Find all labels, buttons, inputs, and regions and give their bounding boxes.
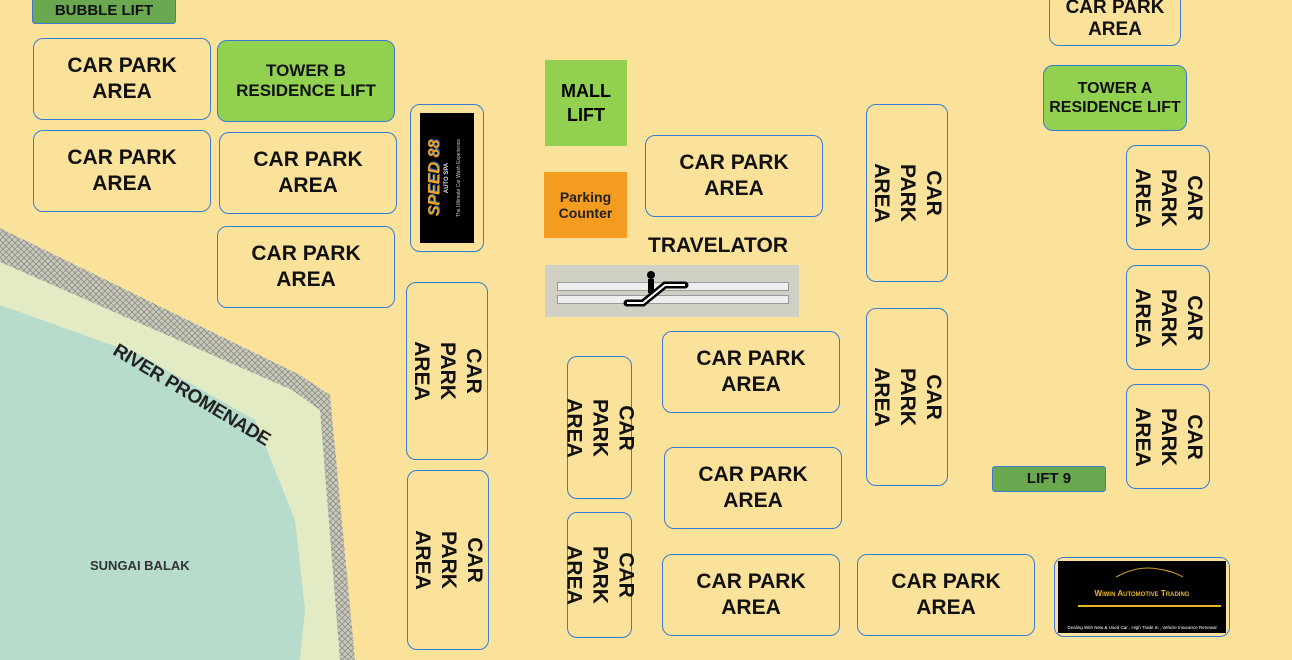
- travelator-label: TRAVELATOR: [648, 234, 788, 257]
- car-park-area: CAR PARK AREA: [1126, 265, 1210, 370]
- wiwin-automotive-ad: Wiwin Automotive Trading Dealing With Ne…: [1054, 557, 1230, 637]
- car-park-area: CAR PARK AREA: [645, 135, 823, 217]
- car-outline-icon: [1115, 567, 1184, 578]
- car-park-area: CAR PARK AREA: [217, 226, 395, 308]
- car-park-area: CAR PARK AREA: [563, 512, 638, 638]
- wiwin-brand: Wiwin Automotive Trading: [1094, 589, 1190, 598]
- car-park-area: CAR PARK AREA: [866, 308, 948, 486]
- car-park-area: CAR PARK AREA: [219, 132, 397, 214]
- river-water: [0, 305, 305, 660]
- tower-a-residence-lift: TOWER A RESIDENCE LIFT: [1043, 65, 1187, 131]
- wiwin-tagline: Dealing With New & Used Car , High Trade…: [1067, 625, 1217, 630]
- sungai-balak-label: SUNGAI BALAK: [90, 558, 190, 573]
- mall-lift: MALL LIFT: [545, 60, 627, 146]
- car-park-area: CAR PARK AREA: [1049, 0, 1181, 46]
- bubble-lift: BUBBLE LIFT: [32, 0, 176, 24]
- tower-b-residence-lift: TOWER B RESIDENCE LIFT: [217, 40, 395, 122]
- car-park-area: CAR PARK AREA: [662, 331, 840, 413]
- parking-counter: Parking Counter: [544, 172, 627, 238]
- car-park-area: CAR PARK AREA: [406, 282, 488, 460]
- car-park-area: CAR PARK AREA: [866, 104, 948, 282]
- lift-9: LIFT 9: [992, 466, 1106, 492]
- speed88-logo: SPEED 88: [426, 139, 443, 217]
- car-park-area: CAR PARK AREA: [1126, 145, 1210, 250]
- speed88-tagline: The Ultimate Car Wash Experience: [456, 138, 462, 218]
- car-park-area: CAR PARK AREA: [664, 447, 842, 529]
- car-park-area: CAR PARK AREA: [407, 470, 489, 650]
- car-park-area: CAR PARK AREA: [662, 554, 840, 636]
- car-park-area: CAR PARK AREA: [857, 554, 1035, 636]
- car-park-area: CAR PARK AREA: [33, 38, 211, 120]
- car-park-area: CAR PARK AREA: [563, 356, 638, 499]
- car-park-area: CAR PARK AREA: [1126, 384, 1210, 489]
- travelator-diagram: [545, 265, 799, 317]
- speed88-ad: SPEED 88 AUTO SPA The Ultimate Car Wash …: [410, 104, 484, 252]
- car-park-area: CAR PARK AREA: [33, 130, 211, 212]
- escalator-icon: [623, 271, 689, 307]
